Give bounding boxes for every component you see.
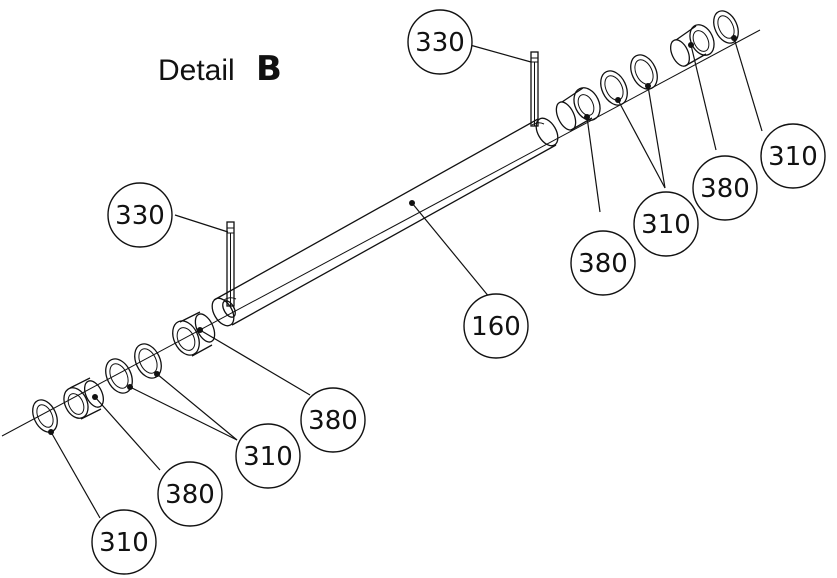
balloon-380-left-inner: 380 [300,387,366,453]
leader-lines [50,37,763,519]
bushing-380-right-outer [669,24,715,67]
washer-310-right-a [600,70,628,106]
leader-dots [48,35,737,435]
balloon-310-left-pair: 310 [235,423,301,489]
balloon-label: 380 [578,249,628,279]
balloon-160: 160 [463,293,529,359]
washer-310-left-c [32,399,58,433]
balloon-label: 330 [115,201,165,231]
shaft-part-160 [211,117,559,327]
balloon-380-right-outer: 380 [692,155,758,221]
roll-pin-330-right [530,51,539,127]
balloon-label: 380 [308,406,358,436]
balloon-380-right-inner: 380 [570,230,636,296]
balloon-label: 310 [99,528,149,558]
balloon-310-left-outer: 310 [91,509,157,575]
balloon-330-left: 330 [107,182,173,248]
bushing-380-right-inner [555,87,601,131]
balloon-label: 160 [471,312,521,342]
balloon-380-left-outer: 380 [157,461,223,527]
balloon-label: 380 [165,480,215,510]
roll-pin-330-left [226,221,235,307]
balloon-label: 310 [243,442,293,472]
bushing-380-left-inner [172,311,216,357]
balloon-label: 380 [700,174,750,204]
balloon-310-right-outer: 310 [760,123,826,189]
balloon-330-right: 330 [407,9,473,75]
balloon-label: 310 [768,142,818,172]
detail-title: Detail B [158,49,282,89]
balloon-label: 330 [415,28,465,58]
washer-310-left-b [105,358,133,394]
washer-310-right-b [630,54,658,90]
balloon-label: 310 [641,210,691,240]
detail-title-prefix: Detail [158,54,235,87]
washer-310-left-a [134,343,162,379]
balloon-310-right-pair: 310 [633,191,699,257]
bushing-380-left-outer [63,377,105,420]
detail-title-letter: B [256,49,282,89]
